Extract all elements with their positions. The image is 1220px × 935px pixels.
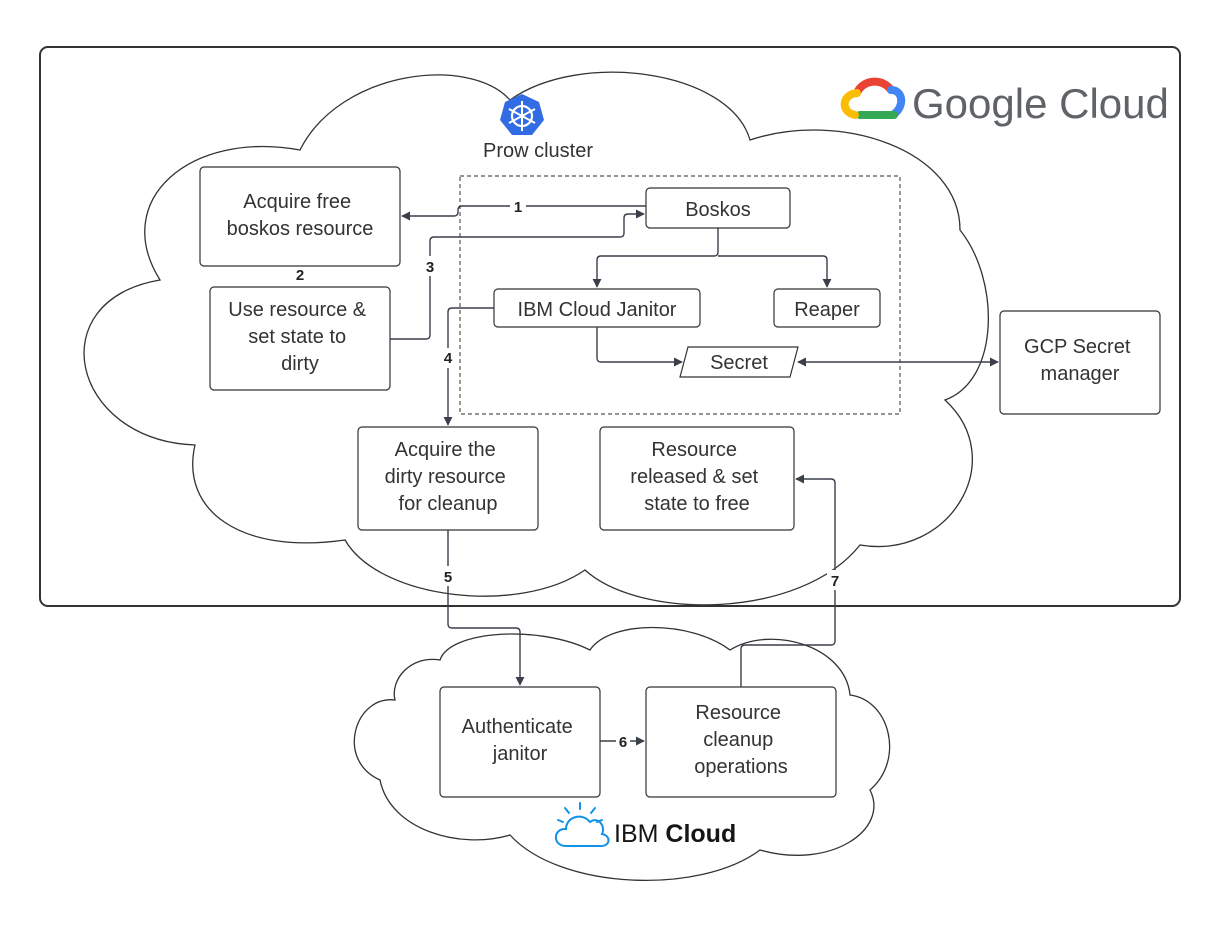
edge-5 xyxy=(447,530,525,686)
node-resource-cleanup: Resource cleanup operations xyxy=(645,686,837,798)
step-6-label: 6 xyxy=(619,734,627,751)
step-4-label: 4 xyxy=(444,350,453,367)
edge-4 xyxy=(443,307,494,426)
step-3-label: 3 xyxy=(426,259,434,276)
node-ibm-cloud-janitor: IBM Cloud Janitor xyxy=(493,288,701,328)
svg-text:Acquire the dirty resour: Acquire the dirty resource for cleanup xyxy=(385,439,512,515)
step-1-label: 1 xyxy=(514,199,522,216)
step-2-label: 2 xyxy=(296,267,304,284)
node-boskos: Boskos xyxy=(645,187,791,229)
google-cloud-logo: Google Cloud xyxy=(840,77,1169,127)
boskos-namespace-region xyxy=(459,175,901,415)
edge-3 xyxy=(390,209,645,340)
ibm-cloud-cloud xyxy=(353,626,891,882)
ibm-wordmark: IBM xyxy=(614,820,658,848)
node-gcp-secret-manager: GCP Secret manager xyxy=(999,310,1161,415)
node-reaper: Reaper xyxy=(773,288,881,328)
svg-text:Resource cleanup o: Resource cleanup operations xyxy=(694,702,787,778)
node-resource-released: Resource released & set state to free xyxy=(599,426,795,531)
edge-boskos-janitor xyxy=(592,228,719,288)
svg-text:IBM Cloud Janitor: IBM Cloud Janitor xyxy=(518,299,677,321)
node-acquire-dirty: Acquire the dirty resource for cleanup xyxy=(357,426,539,531)
svg-text:Secret: Secret xyxy=(710,352,768,374)
google-cloud-icon xyxy=(853,77,895,97)
node-use-resource: Use resource & set state to dirty xyxy=(209,286,391,391)
ibm-cloud-logo: IBM Cloud xyxy=(554,802,736,848)
google-cloud-frame xyxy=(39,46,1181,607)
node-secret: Secret xyxy=(679,346,799,378)
kubernetes-icon xyxy=(500,94,544,135)
svg-text:IBM Cloud: IBM Cloud xyxy=(614,820,736,848)
node-authenticate-janitor: Authenticate janitor xyxy=(439,686,601,798)
cloud-wordmark: Cloud xyxy=(665,820,736,848)
edge-7 xyxy=(740,474,836,687)
prow-cluster-title: Prow cluster xyxy=(483,140,593,162)
svg-text:Boskos: Boskos xyxy=(685,199,751,221)
svg-text:GCP Secret manager: GCP Secret manager xyxy=(1024,336,1136,385)
svg-text:Authenticate janitor: Authenticate janitor xyxy=(462,716,579,765)
edge-boskos-reaper xyxy=(718,255,832,288)
google-wordmark: Google Cloud xyxy=(912,80,1169,127)
svg-text:Reaper: Reaper xyxy=(794,299,860,321)
edge-janitor-secret xyxy=(596,327,683,367)
prow-cluster-cloud xyxy=(83,71,989,606)
node-acquire-free: Acquire free boskos resource xyxy=(199,166,401,267)
ibm-cloud-icon xyxy=(554,802,610,848)
svg-text:Resource released & set: Resource released & set state to free xyxy=(630,439,763,515)
step-7-label: 7 xyxy=(831,573,839,590)
step-5-label: 5 xyxy=(444,569,452,586)
svg-text:Use resource & set state: Use resource & set state to dirty xyxy=(228,299,371,375)
svg-text:Acquire free boskos reso: Acquire free boskos resource xyxy=(227,191,374,240)
edge-1 xyxy=(401,205,646,221)
